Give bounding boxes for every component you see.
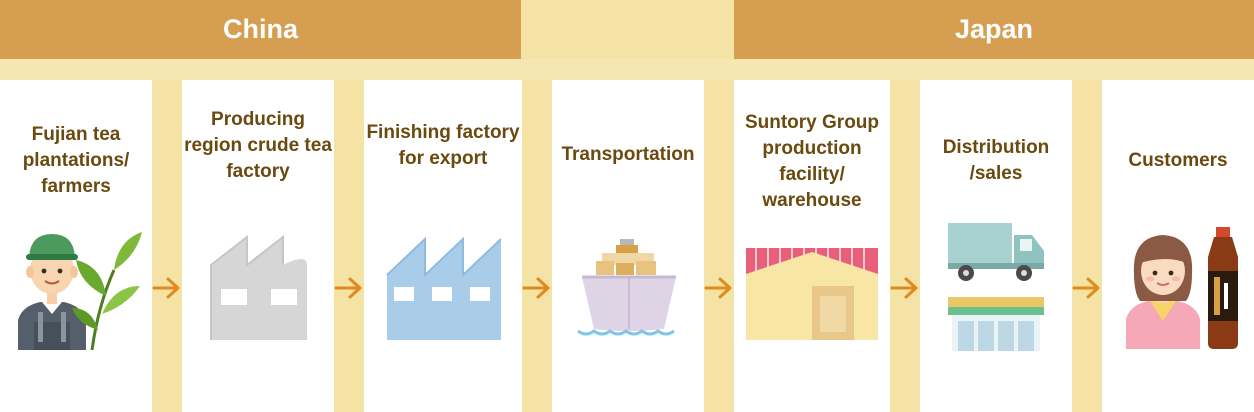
step-customers: Customers bbox=[1102, 80, 1254, 412]
arrow-right-icon bbox=[890, 277, 918, 299]
step-label: Suntory Group production facility/ wareh… bbox=[744, 112, 880, 211]
step-label: Customers bbox=[1128, 150, 1228, 171]
customer-with-tea-bottle-icon bbox=[1126, 227, 1238, 349]
region-label-japan: Japan bbox=[954, 14, 1034, 44]
farmer-with-tea-leaves-icon bbox=[18, 232, 142, 350]
truck-and-store-icon bbox=[948, 223, 1044, 351]
step-label: Distribution /sales bbox=[942, 137, 1050, 184]
step-finishing-factory: Finishing factory for export bbox=[364, 80, 522, 412]
gray-factory-icon bbox=[210, 235, 307, 340]
warehouse-icon bbox=[746, 248, 878, 340]
region-header-china: China bbox=[0, 0, 521, 59]
cargo-ship-icon bbox=[577, 239, 676, 336]
region-label-china: China bbox=[222, 14, 298, 44]
arrow-right-icon bbox=[152, 277, 180, 299]
step-label: Producing region crude tea factory bbox=[184, 109, 332, 182]
arrow-right-icon bbox=[522, 277, 550, 299]
step-crude-tea-factory: Producing region crude tea factory bbox=[182, 80, 334, 412]
step-transportation: Transportation bbox=[552, 80, 704, 412]
step-label: Finishing factory for export bbox=[366, 122, 520, 169]
region-header-japan: Japan bbox=[734, 0, 1254, 59]
step-fujian-tea-plantations: Fujian tea plantations/ farmers bbox=[0, 80, 152, 412]
step-label: Fujian tea plantations/ farmers bbox=[22, 124, 130, 197]
blue-factory-icon bbox=[386, 236, 502, 340]
step-distribution-sales: Distribution /sales bbox=[920, 80, 1072, 412]
arrow-right-icon bbox=[334, 277, 362, 299]
arrow-right-icon bbox=[1072, 277, 1100, 299]
header-band bbox=[0, 59, 1254, 80]
arrow-right-icon bbox=[704, 277, 732, 299]
step-suntory-facility-warehouse: Suntory Group production facility/ wareh… bbox=[734, 80, 890, 412]
step-label: Transportation bbox=[561, 144, 695, 165]
